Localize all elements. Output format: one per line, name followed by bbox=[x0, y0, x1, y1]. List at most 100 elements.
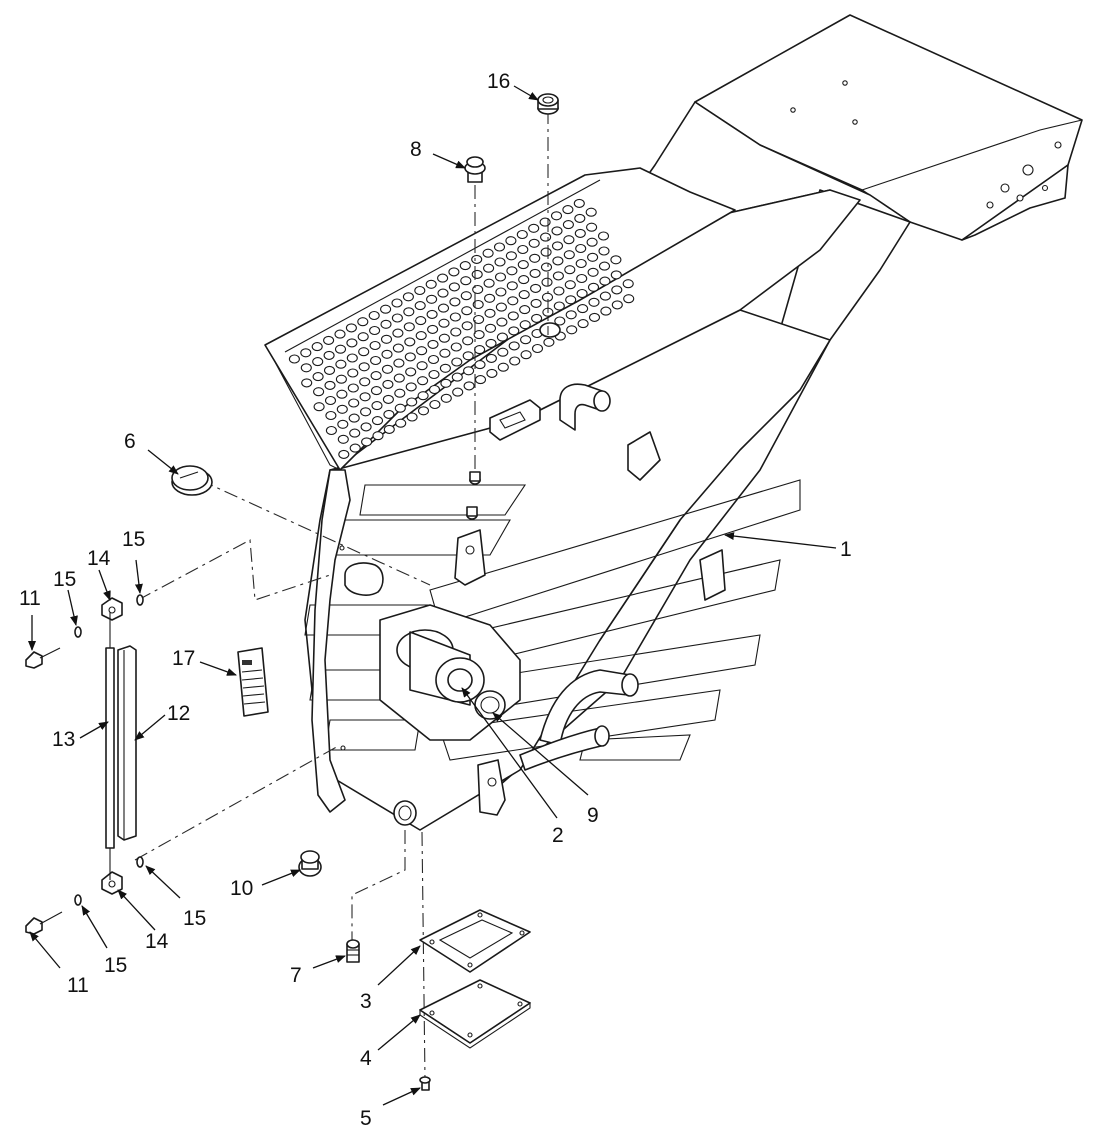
tank-left-panel bbox=[311, 469, 351, 813]
perforation-hole bbox=[539, 217, 551, 227]
perforation-hole bbox=[288, 354, 300, 364]
perforation-hole bbox=[529, 253, 541, 263]
part-12-channel bbox=[117, 645, 137, 841]
perforation-hole bbox=[438, 333, 450, 343]
perforation-hole bbox=[519, 320, 531, 330]
perforation-hole bbox=[577, 319, 589, 329]
top-mount-tab-2 bbox=[454, 529, 486, 586]
perforation-hole bbox=[622, 279, 634, 289]
callout-15-c: 15 bbox=[183, 907, 206, 930]
perforation-hole bbox=[450, 327, 462, 337]
perforation-hole bbox=[585, 207, 597, 217]
perforation-hole bbox=[393, 373, 405, 383]
perforation-hole bbox=[506, 266, 518, 276]
perforation-hole bbox=[335, 359, 347, 369]
perforation-hole bbox=[565, 310, 577, 320]
perforation-hole bbox=[483, 263, 495, 273]
perforation-hole bbox=[505, 236, 517, 246]
part-6-fuel-cap bbox=[171, 465, 213, 496]
perforation-hole bbox=[323, 335, 335, 345]
perforation-hole bbox=[529, 268, 541, 278]
perforation-hole bbox=[426, 309, 438, 319]
perforation-hole bbox=[611, 285, 623, 295]
callout-15-d: 15 bbox=[104, 954, 127, 977]
perforation-hole bbox=[461, 306, 473, 316]
perforation-hole bbox=[462, 351, 474, 361]
callout-11-b: 11 bbox=[67, 974, 89, 997]
perforation-hole bbox=[429, 399, 441, 410]
perforation-hole bbox=[565, 295, 577, 305]
perforation-hole bbox=[507, 296, 519, 306]
perforation-hole bbox=[334, 329, 346, 339]
perforation-hole bbox=[348, 398, 360, 408]
perforation-hole bbox=[349, 443, 361, 453]
callout-5: 5 bbox=[360, 1107, 372, 1130]
perforation-hole bbox=[598, 261, 611, 271]
perforation-hole bbox=[574, 213, 586, 223]
perforation-hole bbox=[358, 347, 370, 357]
perforation-hole bbox=[416, 346, 428, 356]
perforation-hole bbox=[562, 220, 574, 230]
perforation-hole bbox=[394, 388, 406, 398]
perforation-hole bbox=[416, 361, 428, 371]
perforation-hole bbox=[337, 434, 349, 444]
perforation-hole bbox=[372, 431, 384, 441]
perforation-hole bbox=[382, 394, 394, 404]
perforation-hole bbox=[531, 313, 543, 323]
perforation-hole bbox=[368, 310, 380, 321]
part-3-gasket bbox=[419, 909, 531, 973]
fill-neck bbox=[396, 629, 485, 706]
perforation-hole bbox=[484, 293, 496, 303]
perforation-hole bbox=[575, 258, 587, 269]
perforation-hole bbox=[599, 276, 611, 286]
lower-bracket-tab bbox=[477, 759, 506, 816]
perforation-hole bbox=[449, 297, 461, 307]
perforation-hole bbox=[325, 425, 337, 436]
perforation-hole bbox=[393, 358, 405, 368]
perforation-hole bbox=[323, 350, 335, 360]
perforation-hole bbox=[359, 392, 371, 402]
perforation-hole bbox=[588, 312, 601, 322]
perforation-hole bbox=[404, 352, 416, 362]
perforation-hole bbox=[402, 292, 414, 302]
perforation-hole bbox=[369, 340, 381, 351]
perforation-hole bbox=[599, 291, 611, 301]
perforation-hole bbox=[451, 357, 463, 367]
perforation-hole bbox=[406, 397, 418, 407]
callout-8: 8 bbox=[410, 138, 422, 161]
perforation-hole bbox=[551, 241, 564, 251]
washer-15-d bbox=[74, 894, 82, 906]
perforation-hole bbox=[507, 311, 519, 321]
perforation-hole bbox=[494, 257, 506, 267]
perforation-hole bbox=[551, 226, 563, 236]
perforation-hole bbox=[598, 246, 610, 256]
perforation-hole bbox=[497, 347, 509, 357]
perforation-hole bbox=[428, 384, 441, 395]
callout-10: 10 bbox=[230, 877, 253, 900]
perforation-hole bbox=[564, 265, 576, 275]
perforation-hole bbox=[415, 331, 427, 341]
perforation-hole bbox=[552, 271, 564, 281]
perforation-hole bbox=[562, 205, 574, 215]
perforation-hole bbox=[518, 275, 530, 285]
callout-15-b: 15 bbox=[53, 568, 76, 591]
top-mount-tab bbox=[627, 431, 661, 481]
perforation-hole bbox=[414, 285, 426, 296]
perforation-hole bbox=[438, 318, 450, 328]
plate-flange bbox=[961, 164, 1069, 241]
perforation-hole bbox=[553, 286, 565, 296]
perforation-hole bbox=[506, 281, 518, 291]
perforation-hole bbox=[403, 307, 415, 317]
perforation-hole bbox=[508, 326, 520, 336]
perforation-hole bbox=[448, 282, 460, 292]
perforation-hole bbox=[360, 407, 372, 417]
perforation-hole bbox=[323, 365, 336, 375]
perforation-hole bbox=[392, 328, 404, 338]
perforation-hole bbox=[587, 252, 599, 262]
perforation-hole bbox=[324, 395, 337, 406]
perforation-hole bbox=[336, 404, 348, 414]
perforation-hole bbox=[486, 368, 498, 378]
perforation-hole bbox=[540, 262, 553, 272]
perforation-hole bbox=[460, 276, 472, 286]
